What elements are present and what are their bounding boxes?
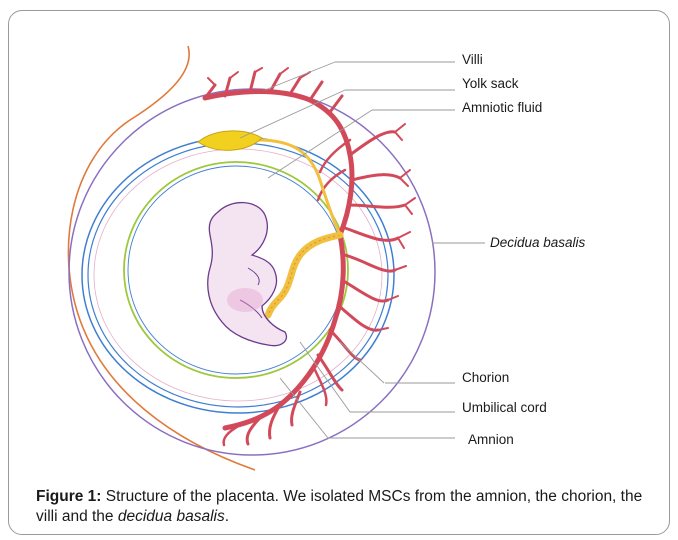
embryo	[208, 203, 287, 346]
figure-caption: Figure 1: Structure of the placenta. We …	[36, 487, 646, 527]
label-villi: Villi	[462, 52, 483, 67]
yolk-sac	[198, 131, 262, 150]
label-amniotic-fluid: Amniotic fluid	[462, 100, 542, 115]
umbilical-cord	[268, 235, 340, 315]
caption-figure-label: Figure 1:	[36, 488, 101, 505]
leader-lines	[240, 62, 485, 438]
label-decidua-basalis: Decidua basalis	[490, 235, 586, 250]
label-umbilical-cord: Umbilical cord	[462, 400, 547, 415]
label-chorion: Chorion	[462, 370, 509, 385]
embryo-shading	[227, 288, 263, 312]
caption-text-end: .	[225, 508, 229, 525]
caption-italic-term: decidua basalis	[118, 508, 225, 525]
label-yolk-sack: Yolk sack	[462, 76, 519, 91]
label-amnion: Amnion	[468, 432, 514, 447]
